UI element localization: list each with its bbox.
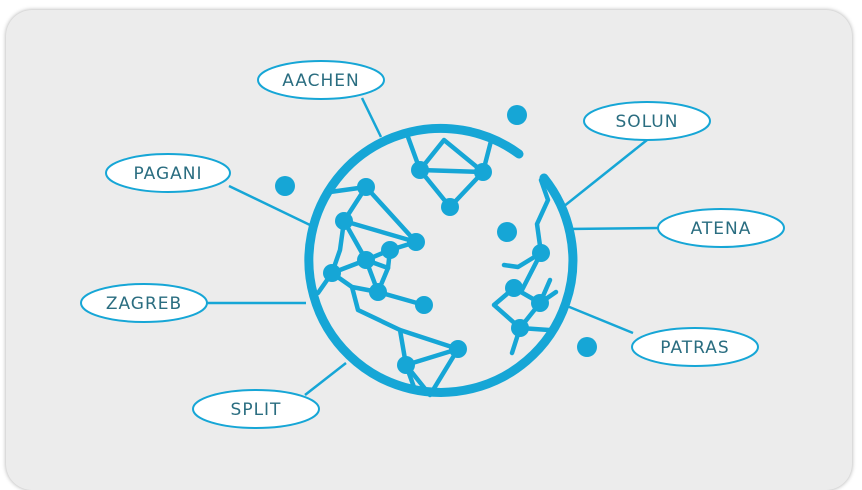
- city-label-aachen: AACHEN: [257, 60, 385, 100]
- city-label-text: PAGANI: [133, 164, 202, 184]
- connector-split: [304, 362, 347, 396]
- city-label-pagani: PAGANI: [105, 153, 231, 193]
- globe-network-icon: [304, 123, 578, 398]
- globe-outline: [304, 123, 578, 397]
- dot-4: [577, 337, 597, 357]
- city-label-atena: ATENA: [657, 208, 785, 248]
- connector-pagani: [228, 184, 311, 227]
- city-label-text: ZAGREB: [106, 294, 182, 314]
- city-label-text: ATENA: [691, 219, 752, 239]
- city-label-text: SOLUN: [616, 112, 679, 132]
- dot-3: [497, 222, 517, 242]
- connector-patras: [566, 304, 634, 335]
- city-label-patras: PATRAS: [631, 327, 759, 367]
- dot-2: [275, 176, 295, 196]
- connector-aachen: [360, 97, 383, 138]
- network-nodes: [323, 161, 550, 374]
- connector-solun: [562, 139, 648, 208]
- floating-dots: [275, 105, 597, 357]
- connector-atena: [565, 226, 660, 231]
- city-label-split: SPLIT: [192, 389, 320, 429]
- dot-1: [507, 105, 527, 125]
- city-network-diagram: AACHEN SOLUN PAGANI ATENA ZAGREB PATRAS …: [80, 60, 785, 429]
- city-label-text: AACHEN: [282, 71, 360, 91]
- city-label-solun: SOLUN: [583, 101, 711, 141]
- city-label-text: SPLIT: [231, 400, 282, 420]
- diagram-card: [6, 10, 852, 490]
- city-label-text: PATRAS: [660, 338, 729, 358]
- city-label-zagreb: ZAGREB: [80, 283, 208, 323]
- connector-lines: [206, 97, 660, 396]
